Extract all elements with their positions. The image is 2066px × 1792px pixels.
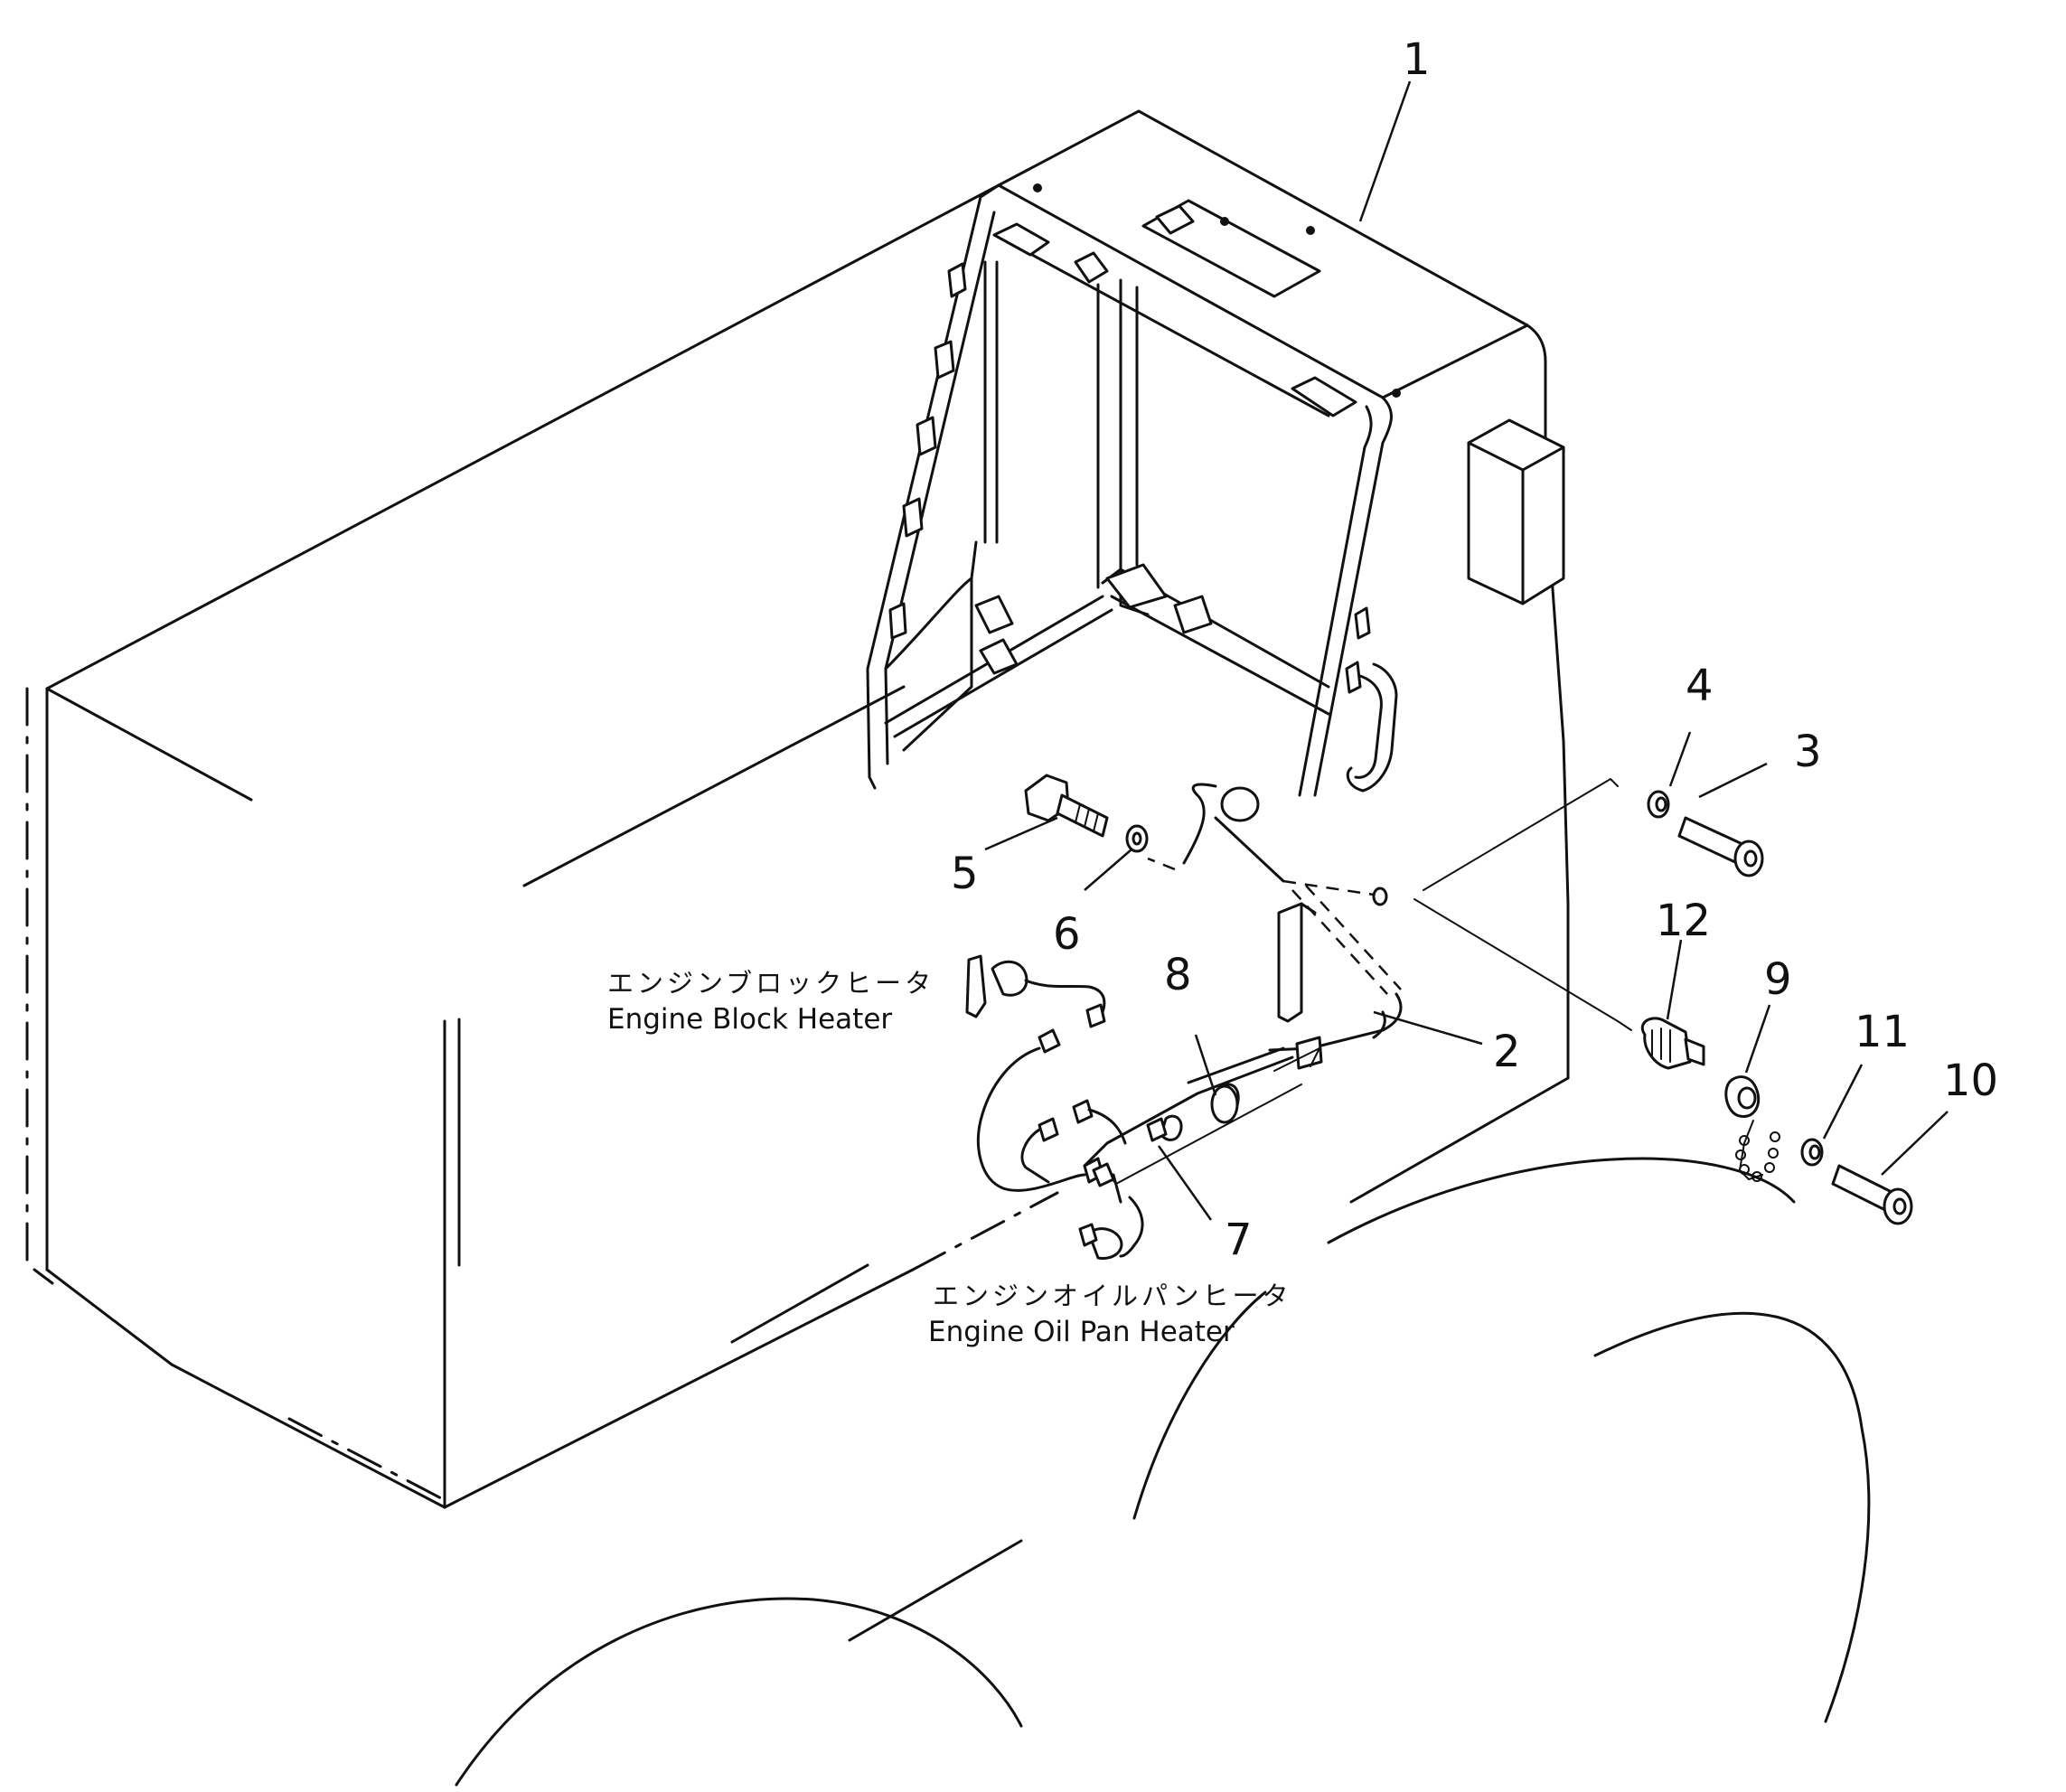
cab-frame [866,109,1570,1023]
leader-lines [984,80,1949,1221]
callout-6: 6 [1053,909,1081,960]
block-heater-caption-jp: エンジンブロックヒータ [607,968,934,999]
callout-2: 2 [1493,1027,1521,1077]
part-9-cap [1724,1075,1761,1118]
cap-chain [1735,1120,1780,1182]
part-12-connector [1641,1017,1705,1070]
receptacle-cable [1147,783,1402,995]
part-3-bolt [1677,816,1764,877]
callout-1: 1 [1403,34,1431,85]
engine-block-heater [965,954,1144,1261]
callout-5: 5 [951,849,979,899]
part-6-washer [1125,824,1149,853]
part-2-harness [1083,992,1403,1185]
fender-arcs [455,1157,1871,1787]
callout-11: 11 [1855,1007,1910,1057]
callout-9: 9 [1764,954,1792,1005]
oil-pan-heater-caption-jp: エンジンオイルパンヒータ [933,1281,1291,1311]
callout-4: 4 [1686,661,1714,711]
callout-numbers: 1 2 3 4 5 6 7 8 9 10 11 12 [951,34,1998,1265]
callout-3: 3 [1794,727,1822,777]
part-5-bolt [1024,774,1109,838]
callout-10: 10 [1943,1055,1998,1106]
captions: エンジンブロックヒータ Engine Block Heater エンジンオイルパ… [607,968,1291,1348]
callout-8: 8 [1164,950,1192,1000]
part-4-washer [1647,790,1670,819]
part-11-washer [1800,1138,1824,1167]
callout-7: 7 [1225,1215,1253,1265]
callout-12: 12 [1656,896,1711,946]
block-heater-caption-en: Engine Block Heater [607,1003,892,1036]
part-10-bolt [1831,1164,1913,1225]
oil-pan-heater-caption-en: Engine Oil Pan Heater [928,1316,1235,1348]
